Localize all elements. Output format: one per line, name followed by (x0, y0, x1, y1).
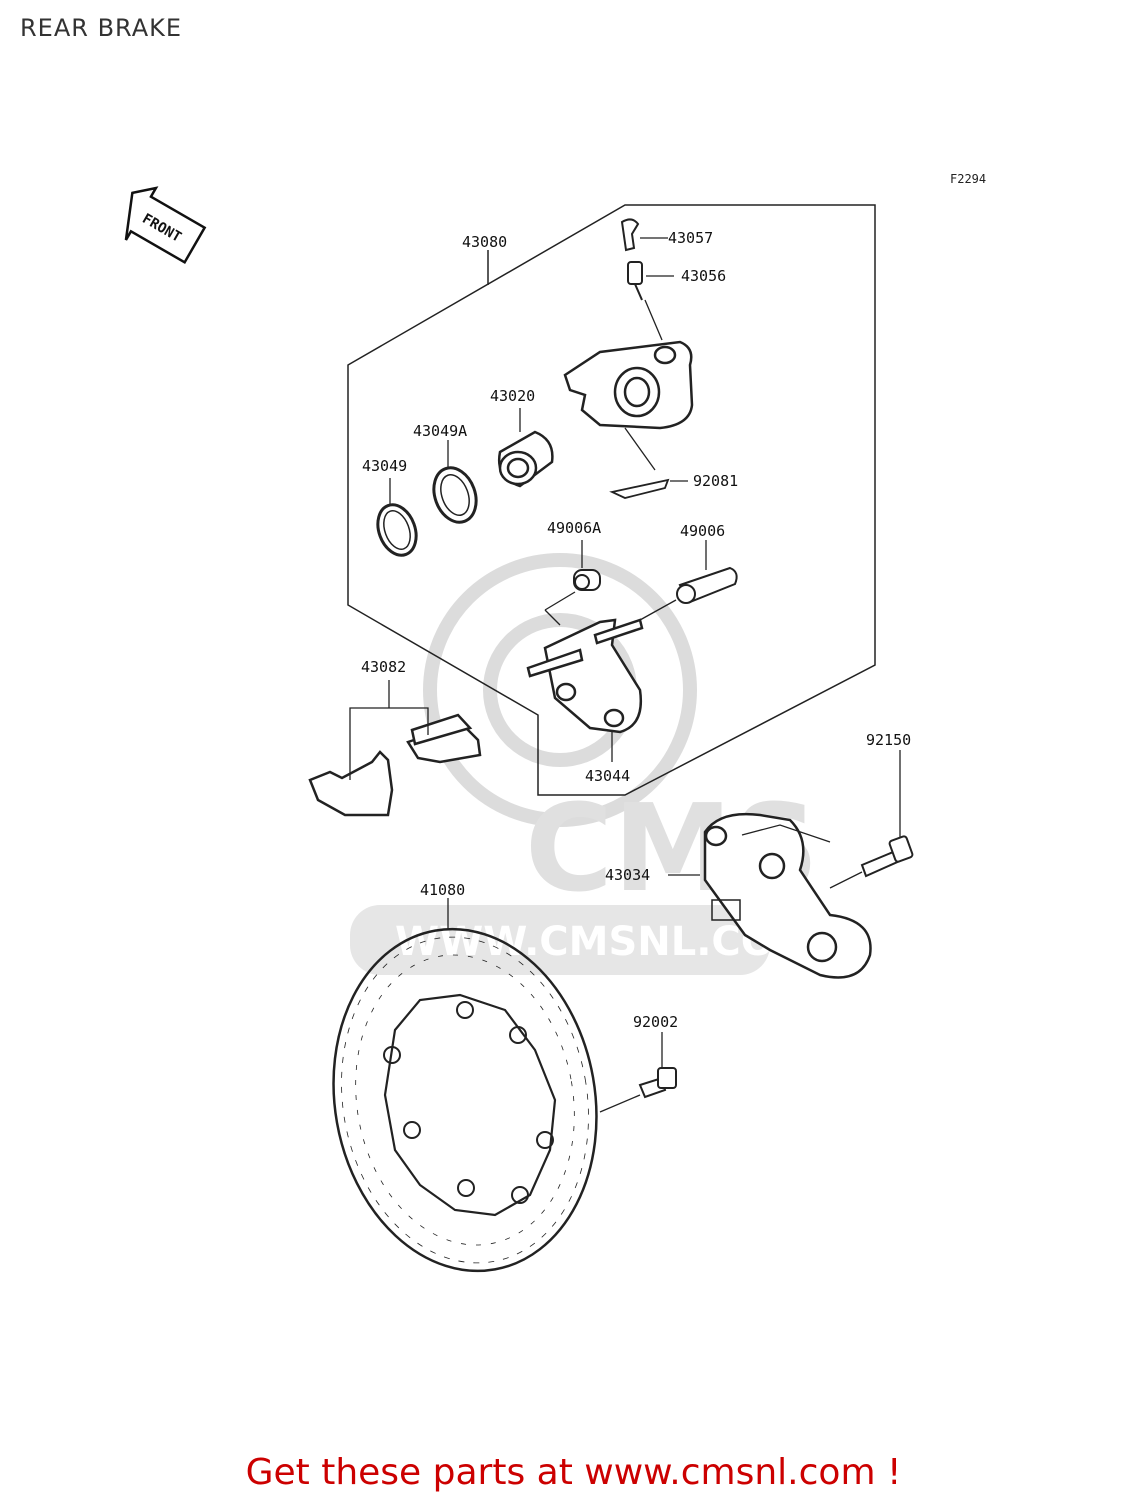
leader-49006-b (639, 599, 677, 621)
piston-part (497, 430, 554, 488)
part-label-43056: 43056 (681, 267, 726, 285)
boot-part (573, 569, 601, 591)
brake-pad-set-part (308, 713, 482, 817)
part-label-92081: 92081 (693, 472, 738, 490)
leader-92002-b (599, 1094, 641, 1113)
part-label-43044: 43044 (585, 767, 630, 785)
part-label-49006: 49006 (680, 522, 725, 540)
mount-bolt-92150-part (860, 835, 914, 878)
caliper-assembly-outline (347, 204, 876, 796)
figure-code: F2294 (950, 172, 987, 186)
parts-diagram: CMS WWW.CMSNL.COM FRONT (124, 186, 914, 1273)
part-label-41080: 41080 (420, 881, 465, 899)
leader-92150-b (829, 871, 863, 889)
pad-spring-part (609, 478, 670, 499)
part-label-92150: 92150 (866, 731, 911, 749)
part-label-43034: 43034 (605, 866, 650, 884)
leader-49006A-b (544, 591, 576, 611)
leader-43034-b (741, 824, 831, 843)
disc-bolt-92002-part (638, 1067, 677, 1099)
part-label-43080: 43080 (462, 233, 507, 251)
dust-seal-inner (440, 474, 470, 516)
front-arrow-icon: FRONT (124, 186, 207, 265)
piston-seal-part (376, 503, 418, 557)
part-label-49006A: 49006A (547, 519, 601, 537)
caliper-mount-part (703, 812, 872, 979)
dust-seal-part (432, 466, 478, 524)
slide-pin-part (676, 566, 738, 604)
bleeder-cap-part (620, 218, 640, 252)
piston-seal-inner (383, 510, 411, 550)
page-title: REAR BRAKE (20, 14, 183, 42)
footer-promo-link[interactable]: Get these parts at www.cmsnl.com ! (245, 1452, 902, 1493)
leader-49006A-c (544, 609, 561, 626)
caliper-bracket-part (526, 618, 644, 734)
watermark-url-band (350, 905, 770, 975)
brake-disc-part (332, 927, 598, 1273)
part-label-43057: 43057 (668, 229, 713, 247)
part-label-43049: 43049 (362, 457, 407, 475)
part-label-43020: 43020 (490, 387, 535, 405)
bleeder-valve-part (627, 261, 643, 301)
part-label-43049A: 43049A (413, 422, 467, 440)
part-label-43082: 43082 (361, 658, 406, 676)
watermark-emblem (423, 553, 697, 827)
leader-92081b (624, 427, 656, 471)
leader-43056b (644, 299, 663, 341)
part-label-92002: 92002 (633, 1013, 678, 1031)
caliper-body-part (563, 340, 694, 430)
